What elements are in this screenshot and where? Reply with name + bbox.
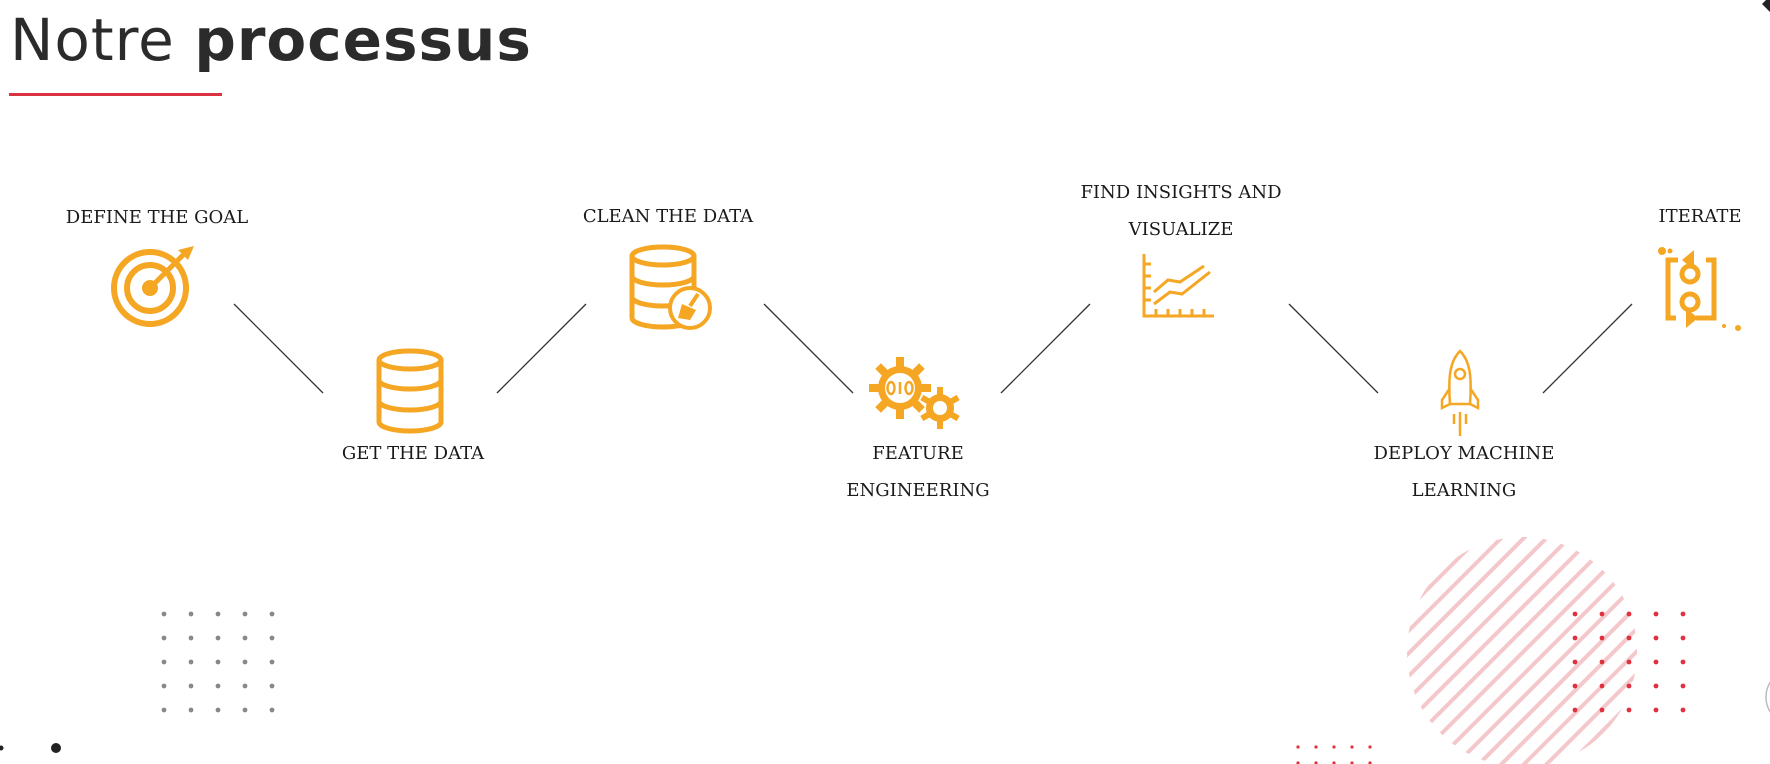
connector-3 [763, 303, 854, 394]
step-label-line: FEATURE [872, 443, 964, 464]
dot-grid-red-small [1294, 743, 1374, 764]
step-label-line: LEARNING [1411, 480, 1517, 501]
page-title: Notre processus [10, 6, 532, 74]
connector-1 [233, 303, 324, 394]
dot-grid-gray [158, 608, 280, 716]
step-label-line: ENGINEERING [846, 480, 990, 501]
corner-diamond-decoration [1762, 0, 1770, 12]
step-label-line: DEPLOY MACHINE [1373, 443, 1555, 464]
step-label-deploy-ml: DEPLOY MACHINE LEARNING [1374, 435, 1555, 509]
step-label-line: FIND INSIGHTS AND [1080, 182, 1282, 203]
title-underline [9, 93, 222, 96]
step-label-find-insights: FIND INSIGHTS AND VISUALIZE [1080, 174, 1281, 248]
connector-2 [496, 303, 587, 394]
step-label-feature-engineering: FEATURE ENGINEERING [846, 435, 989, 509]
target-arrow-icon [108, 242, 198, 332]
title-regular: Notre [10, 6, 175, 74]
dot-decoration [51, 743, 61, 753]
database-clean-icon [628, 244, 713, 332]
dot-decoration-small [0, 745, 4, 751]
title-bold: processus [194, 6, 532, 74]
iterate-cycle-icon [1656, 244, 1742, 334]
line-chart-icon [1140, 252, 1216, 320]
rocket-icon [1440, 348, 1480, 438]
connector-4 [1000, 303, 1091, 394]
connector-5 [1288, 303, 1379, 394]
step-label-get-data: GET THE DATA [341, 443, 485, 464]
step-label-define-goal: DEFINE THE GOAL [65, 207, 249, 228]
dot-grid-red [1569, 608, 1691, 716]
connector-6 [1542, 303, 1633, 394]
gears-binary-icon [868, 356, 964, 432]
database-icon [374, 348, 446, 434]
step-label-iterate: ITERATE [1658, 206, 1742, 227]
step-label-clean-data: CLEAN THE DATA [582, 206, 754, 227]
step-label-line: VISUALIZE [1128, 219, 1234, 240]
edge-circle-decoration [1765, 681, 1770, 713]
